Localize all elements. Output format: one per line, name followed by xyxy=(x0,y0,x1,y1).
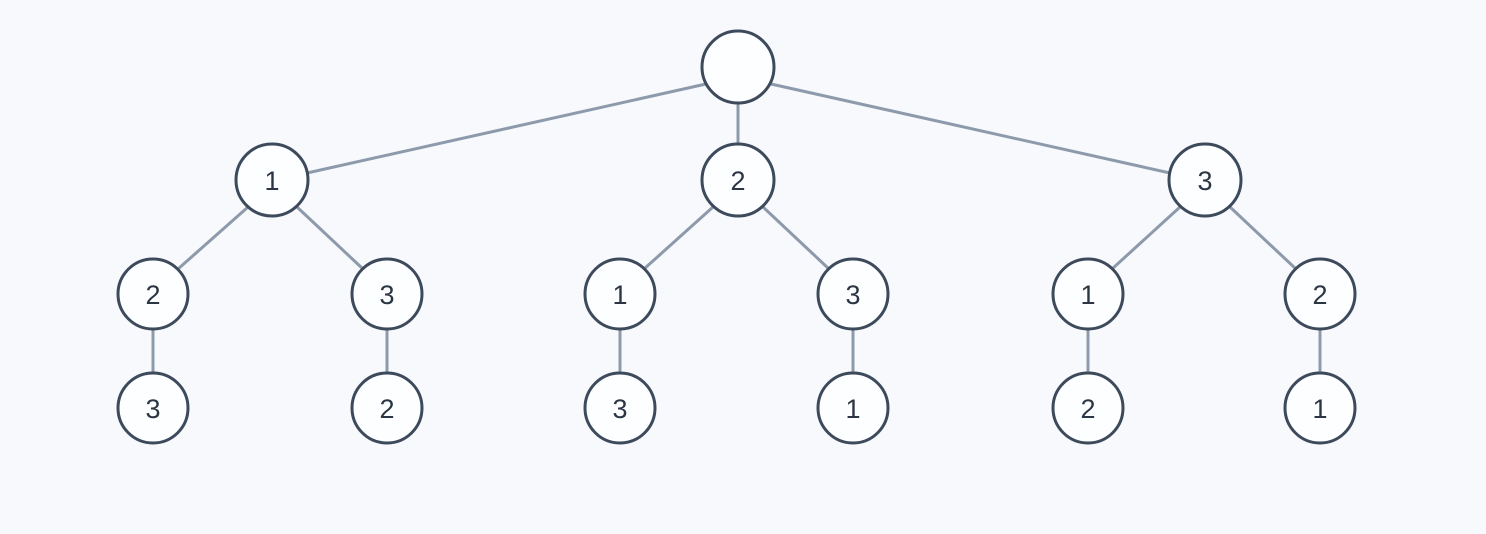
tree-node-n1-2-3[interactable]: 3 xyxy=(116,371,190,445)
node-label-n3-2: 2 xyxy=(1312,280,1327,310)
node-circle-n3[interactable] xyxy=(1167,142,1243,218)
node-label-n1-2: 2 xyxy=(145,280,160,310)
tree-edge-n2-to-n2-3 xyxy=(761,205,831,271)
tree-node-root[interactable] xyxy=(700,29,776,105)
tree-edge-n2-to-n2-1 xyxy=(642,205,715,271)
tree-node-n2-1-3[interactable]: 3 xyxy=(583,371,657,445)
node-circle-n3-1-2[interactable] xyxy=(1051,371,1125,445)
tree-node-n3[interactable]: 3 xyxy=(1167,142,1243,218)
tree-node-n2-1[interactable]: 1 xyxy=(583,257,657,331)
node-circle-n2-1-3[interactable] xyxy=(583,371,657,445)
tree-edge-n3-to-n3-2 xyxy=(1228,205,1298,271)
node-layer: 1 2 3 2 3 1 3 1 2 3 2 3 1 2 1 xyxy=(116,29,1357,445)
node-label-n1: 1 xyxy=(264,166,279,196)
node-circle-n1-3-2[interactable] xyxy=(350,371,424,445)
tree-edge-root-to-n1 xyxy=(305,82,708,175)
tree-node-n3-2[interactable]: 2 xyxy=(1283,257,1357,331)
node-circle-root[interactable] xyxy=(700,29,776,105)
tree-node-n1-3-2[interactable]: 2 xyxy=(350,371,424,445)
node-circle-n2-3[interactable] xyxy=(816,257,890,331)
edge-layer xyxy=(151,82,1322,375)
node-circle-n2-3-1[interactable] xyxy=(816,371,890,445)
node-circle-n2[interactable] xyxy=(700,142,776,218)
node-circle-n1-3[interactable] xyxy=(350,257,424,331)
node-label-n3: 3 xyxy=(1197,166,1212,196)
tree-edge-n1-to-n1-2 xyxy=(176,205,250,271)
node-label-n3-1: 1 xyxy=(1080,280,1095,310)
node-label-n2-1-3: 3 xyxy=(612,394,627,424)
node-label-n1-3: 3 xyxy=(379,280,394,310)
tree-node-n2[interactable]: 2 xyxy=(700,142,776,218)
tree-edge-n3-to-n3-1 xyxy=(1110,205,1182,271)
tree-node-n3-2-1[interactable]: 1 xyxy=(1283,371,1357,445)
node-circle-n1-2-3[interactable] xyxy=(116,371,190,445)
node-label-n2: 2 xyxy=(730,166,745,196)
tree-edge-root-to-n3 xyxy=(769,82,1172,175)
node-circle-n3-2-1[interactable] xyxy=(1283,371,1357,445)
node-label-n2-1: 1 xyxy=(612,280,627,310)
tree-edge-n1-to-n1-3 xyxy=(295,205,365,271)
node-circle-n1[interactable] xyxy=(234,142,310,218)
node-label-n3-1-2: 2 xyxy=(1080,394,1095,424)
node-circle-n2-1[interactable] xyxy=(583,257,657,331)
tree-node-n2-3[interactable]: 3 xyxy=(816,257,890,331)
node-label-n1-2-3: 3 xyxy=(145,394,160,424)
tree-node-n3-1-2[interactable]: 2 xyxy=(1051,371,1125,445)
node-circle-n3-2[interactable] xyxy=(1283,257,1357,331)
tree-node-n1-2[interactable]: 2 xyxy=(116,257,190,331)
tree-node-n1[interactable]: 1 xyxy=(234,142,310,218)
node-circle-n3-1[interactable] xyxy=(1051,257,1125,331)
node-label-n2-3: 3 xyxy=(845,280,860,310)
tree-node-n1-3[interactable]: 3 xyxy=(350,257,424,331)
tree-node-n2-3-1[interactable]: 1 xyxy=(816,371,890,445)
node-circle-n1-2[interactable] xyxy=(116,257,190,331)
node-label-n3-2-1: 1 xyxy=(1312,394,1327,424)
node-label-n2-3-1: 1 xyxy=(845,394,860,424)
node-label-n1-3-2: 2 xyxy=(379,394,394,424)
tree-node-n3-1[interactable]: 1 xyxy=(1051,257,1125,331)
